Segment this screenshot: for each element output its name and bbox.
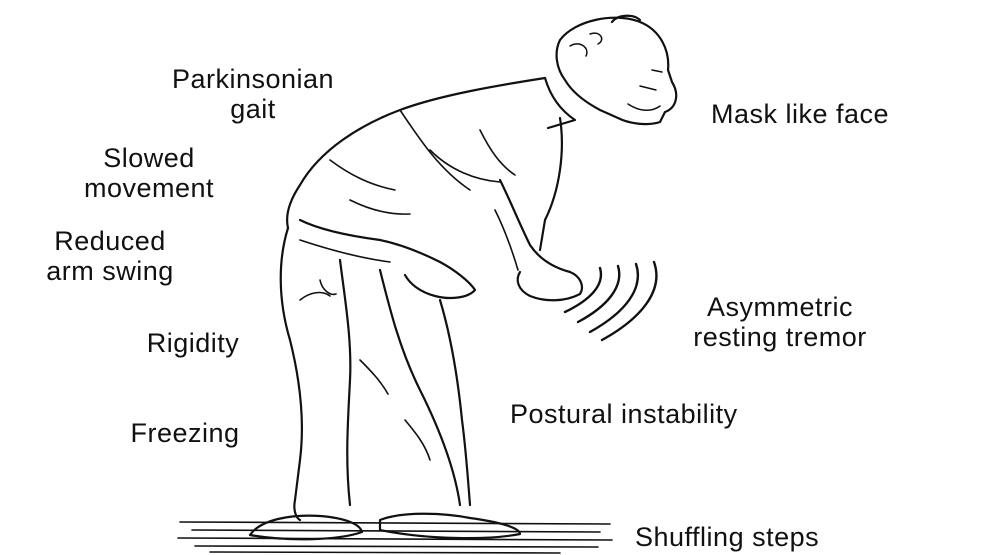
label-parkinsonian-gait-line2: gait	[118, 94, 388, 124]
label-slowed-movement: Slowed movement	[40, 143, 258, 203]
label-mask-like-face: Mask like face	[711, 99, 889, 129]
right-arm	[300, 220, 475, 298]
label-rigidity: Rigidity	[118, 328, 268, 358]
label-reduced-arm-swing-line1: Reduced	[5, 226, 215, 256]
head	[557, 16, 677, 124]
label-reduced-arm-swing-line2: arm swing	[5, 256, 215, 286]
label-asymmetric-resting-tremor: Asymmetric resting tremor	[640, 292, 920, 352]
label-parkinsonian-gait: Parkinsonian gait	[118, 64, 388, 124]
label-reduced-arm-swing: Reduced arm swing	[5, 226, 215, 286]
legs	[281, 228, 470, 520]
label-asymmetric-resting-tremor-line1: Asymmetric	[640, 292, 920, 322]
label-parkinsonian-gait-line1: Parkinsonian	[118, 64, 388, 94]
label-asymmetric-resting-tremor-line2: resting tremor	[640, 322, 920, 352]
left-arm	[495, 180, 582, 300]
feet	[250, 514, 520, 540]
floor-lines	[178, 522, 612, 553]
label-slowed-movement-line2: movement	[40, 173, 258, 203]
label-freezing: Freezing	[95, 418, 275, 448]
label-slowed-movement-line1: Slowed	[40, 143, 258, 173]
label-shuffling-steps: Shuffling steps	[635, 522, 819, 552]
label-postural-instability: Postural instability	[510, 399, 738, 429]
